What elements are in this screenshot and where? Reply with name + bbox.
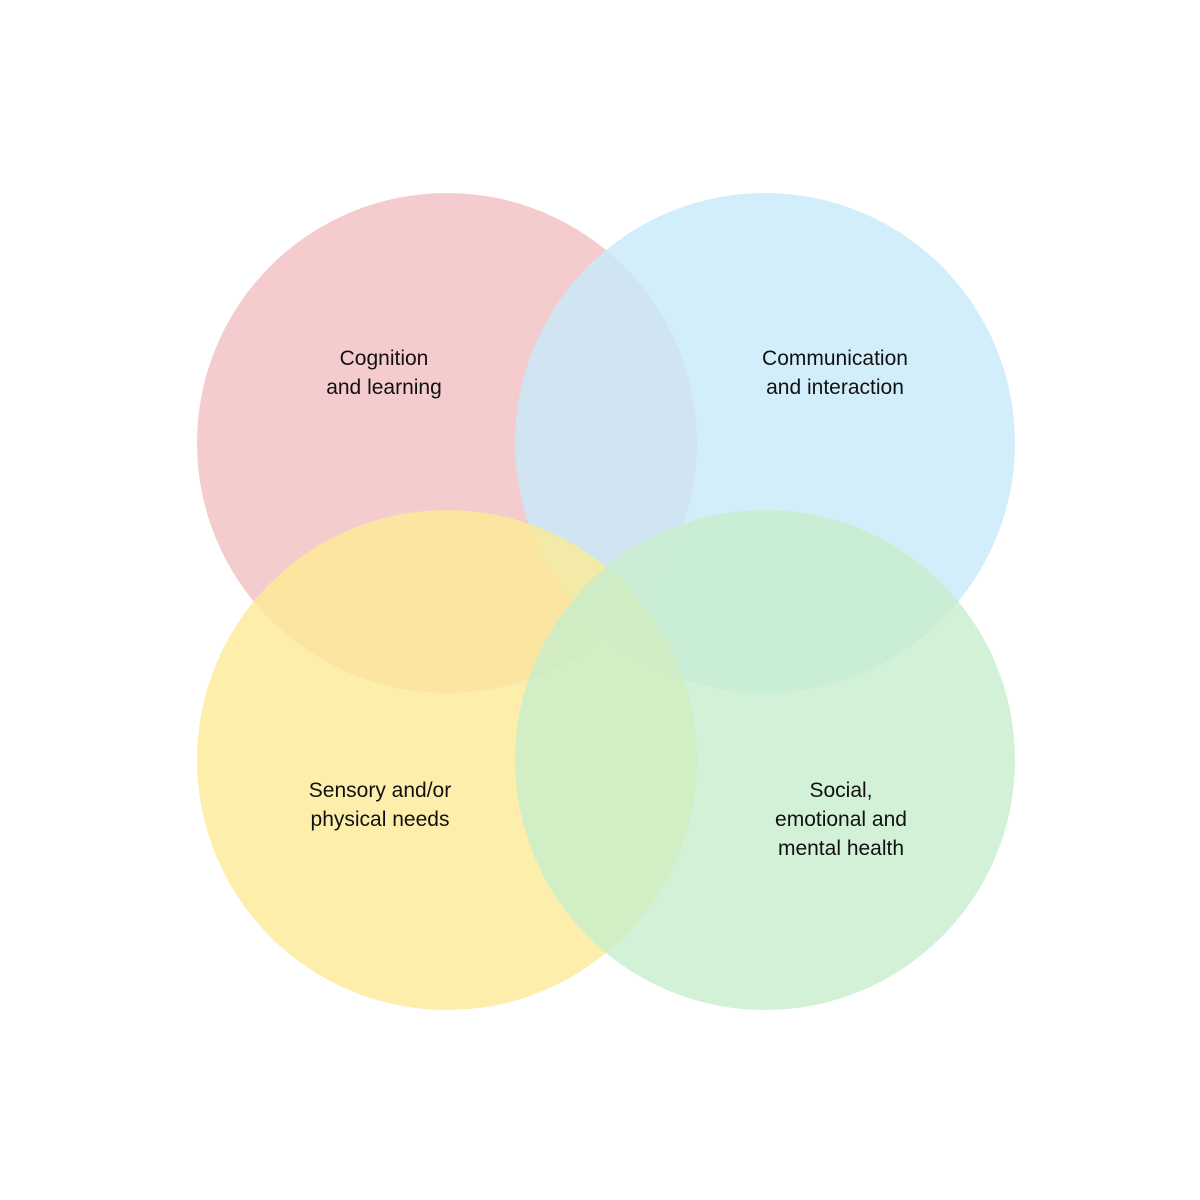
label-social: Social, emotional and mental health (731, 776, 951, 863)
label-cognition: Cognition and learning (284, 344, 484, 402)
label-line: Communication (762, 347, 908, 370)
label-line: Sensory and/or (308, 779, 452, 802)
label-line: mental health (777, 837, 905, 860)
circle-social (515, 510, 1015, 1010)
label-line: emotional and (775, 808, 907, 831)
label-line: and learning (326, 376, 442, 399)
label-line: and interaction (766, 376, 904, 399)
label-line: Social, (809, 779, 873, 802)
label-communication: Communication and interaction (725, 344, 945, 402)
label-line: Cognition (339, 347, 429, 370)
label-line: physical needs (310, 808, 450, 831)
label-sensory: Sensory and/or physical needs (270, 776, 490, 834)
